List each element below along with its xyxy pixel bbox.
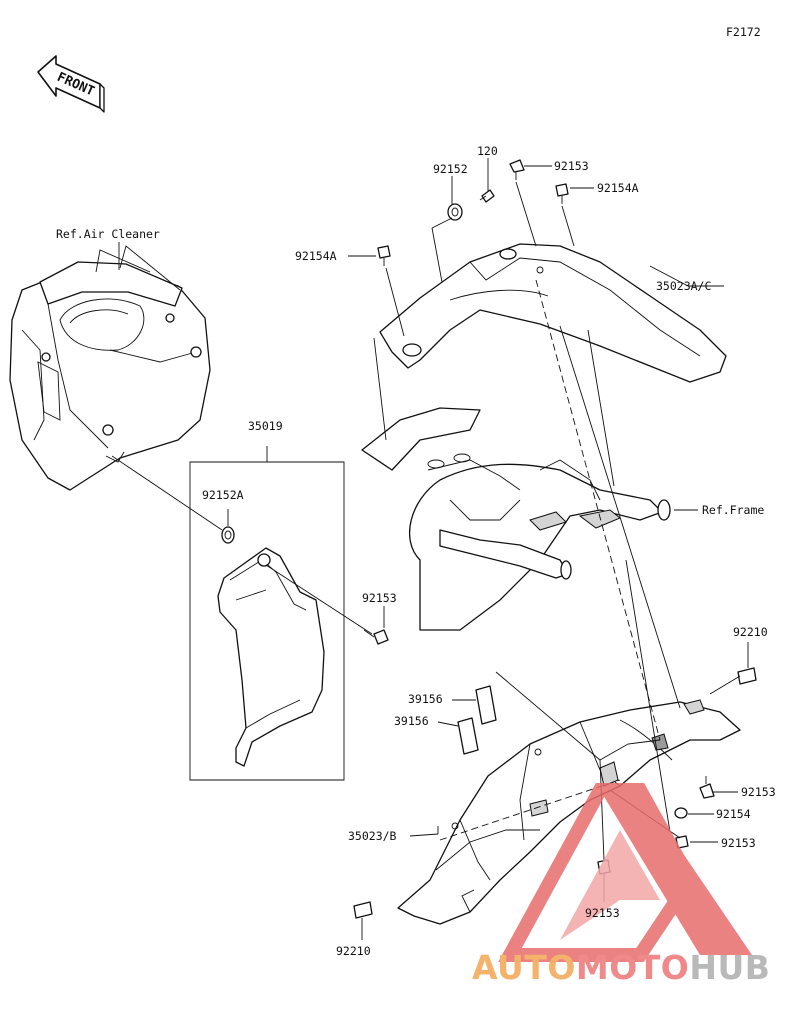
bolt-92153-top-icon	[509, 159, 525, 180]
reference-label-air-cleaner: Ref.Air Cleaner	[56, 227, 160, 241]
grommet-92152A-icon	[221, 526, 235, 544]
part-label-92152: 92152	[433, 162, 468, 176]
part-label-35023AC: 35023A/C	[656, 279, 712, 293]
bolt-120-icon	[479, 189, 495, 203]
rear-fender-upper-illustration	[379, 243, 727, 383]
side-cover-illustration	[217, 547, 325, 767]
leader-lines	[111, 158, 749, 940]
part-label-92153-r1: 92153	[741, 785, 776, 799]
part-label-92153-bot: 92153	[585, 906, 620, 920]
watermark-hub: HUB	[689, 948, 771, 987]
part-label-92210-top: 92210	[733, 625, 768, 639]
part-label-39156-a: 39156	[408, 692, 443, 706]
front-arrow-icon: FRONT	[37, 55, 105, 113]
part-label-35019: 35019	[248, 419, 283, 433]
part-label-92153-r2: 92153	[721, 836, 756, 850]
group-bracket-35019	[189, 461, 345, 781]
watermark-wordmark: AUTOMOTOHUB	[472, 948, 770, 987]
bolt-92154A-left-icon	[377, 245, 391, 266]
part-label-92154A-top: 92154A	[597, 181, 639, 195]
figure-code: F2172	[726, 25, 761, 39]
part-label-39156-b: 39156	[394, 714, 429, 728]
grommet-92152-icon	[447, 203, 463, 221]
rear-fender-lower-illustration	[397, 699, 741, 925]
bolt-92153-mid-icon	[363, 629, 389, 645]
part-label-35023B: 35023/B	[348, 829, 397, 843]
rear-frame-illustration	[361, 407, 671, 631]
label-sticker-39156-icon	[457, 685, 497, 755]
part-label-92152A: 92152A	[202, 488, 244, 502]
part-label-92210-bot: 92210	[336, 944, 371, 958]
part-label-92153-mid: 92153	[362, 591, 397, 605]
watermark-moto: MOTO	[575, 948, 690, 987]
part-label-92153-top: 92153	[554, 159, 589, 173]
part-label-92154: 92154	[716, 807, 751, 821]
clip-92210-top-icon	[737, 667, 757, 685]
part-label-92154A-left: 92154A	[295, 249, 337, 263]
watermark-auto: AUTO	[472, 948, 576, 987]
clip-92210-bot-icon	[353, 901, 373, 919]
bolt-92154A-top-icon	[555, 183, 569, 204]
bolt-92153-r1-icon	[699, 776, 715, 799]
part-label-120: 120	[477, 144, 498, 158]
air-cleaner-illustration	[9, 245, 211, 491]
watermark-logo-icon	[498, 783, 752, 962]
nut-92154-icon	[674, 807, 688, 819]
reference-label-frame: Ref.Frame	[702, 503, 765, 517]
